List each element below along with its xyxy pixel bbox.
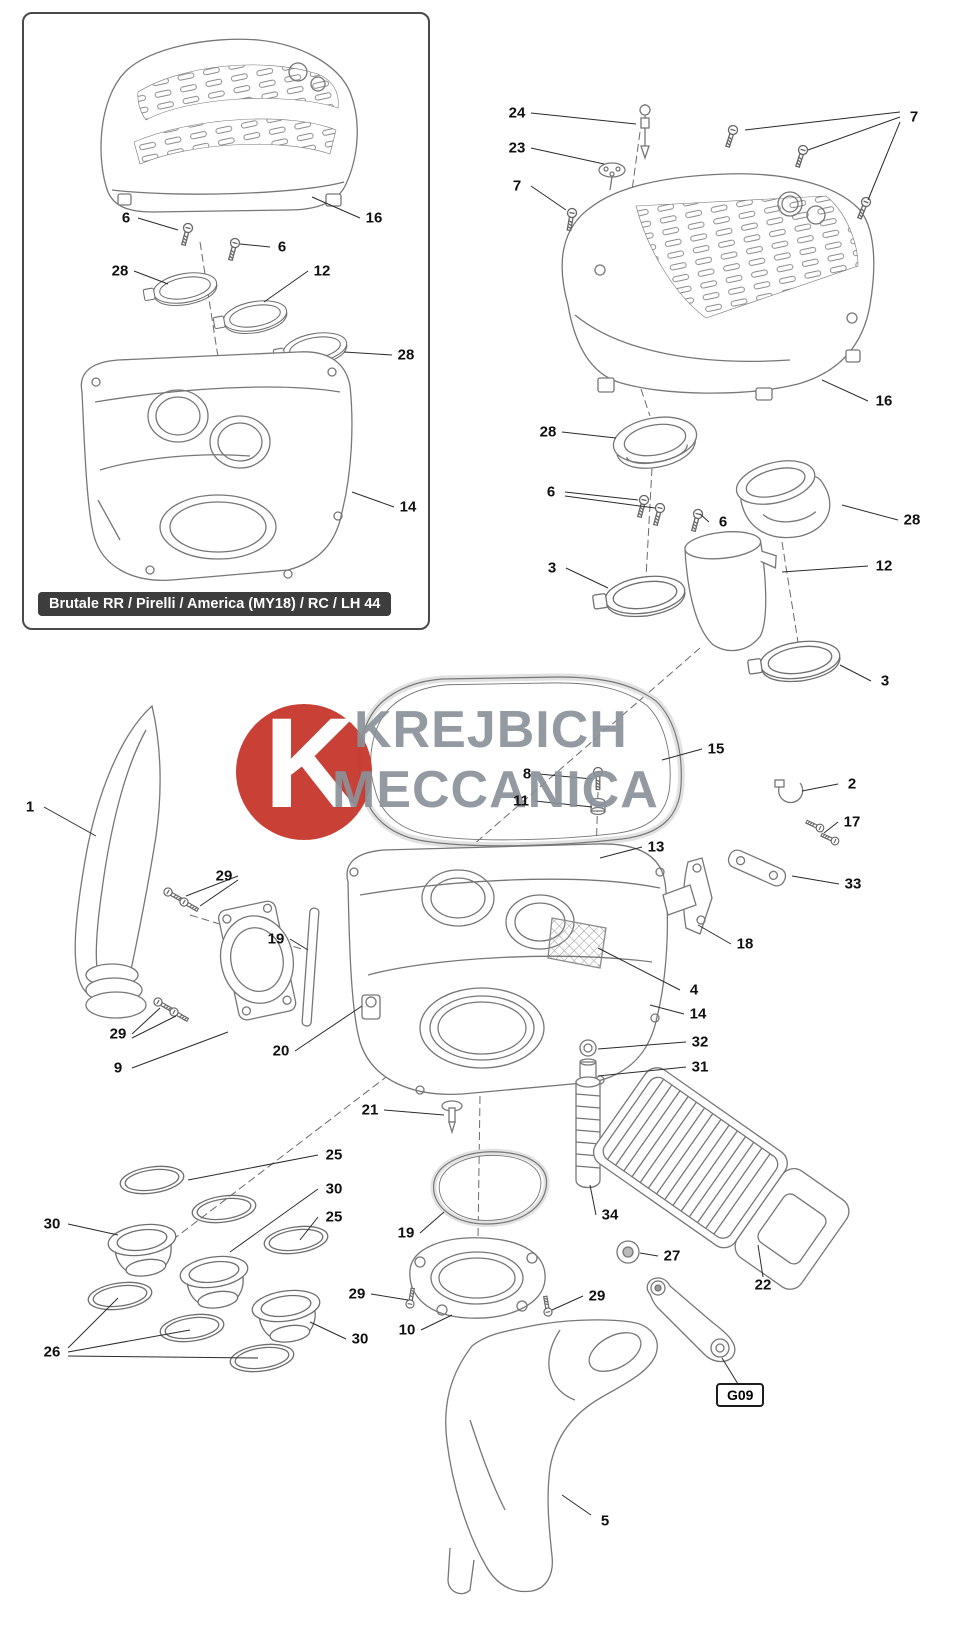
center-assembly-artwork [74,677,850,1290]
drain-valve [441,1100,463,1135]
nut-part [590,797,606,816]
seal-plate [301,907,320,1027]
clip-part [774,779,804,804]
heat-shield [684,531,777,652]
plate-part [727,849,787,887]
leader-lines [43,111,901,1516]
right-cover-artwork [561,104,875,689]
support-bracket [646,1277,736,1363]
inset-valve-cover [100,38,358,213]
airbox-lower-main [346,843,697,1095]
sensor-part [639,104,651,161]
bottom-assembly-artwork [85,1152,736,1595]
inset-airbox-lower [80,351,353,581]
drain-hose [575,1076,601,1189]
intake-funnel [217,900,297,1021]
breather-part [598,162,626,191]
inset-artwork [80,38,358,581]
left-air-duct [74,704,161,1019]
intake-boot-right [735,460,831,539]
outlet-flange [409,1237,546,1319]
intake-duct [445,1319,658,1595]
intake-boot-left [612,416,698,469]
variant-caption: Brutale RR / Pirelli / America (MY18) / … [38,592,392,616]
reference-g09-box[interactable]: G09 [716,1383,765,1407]
air-filter [592,1067,850,1290]
